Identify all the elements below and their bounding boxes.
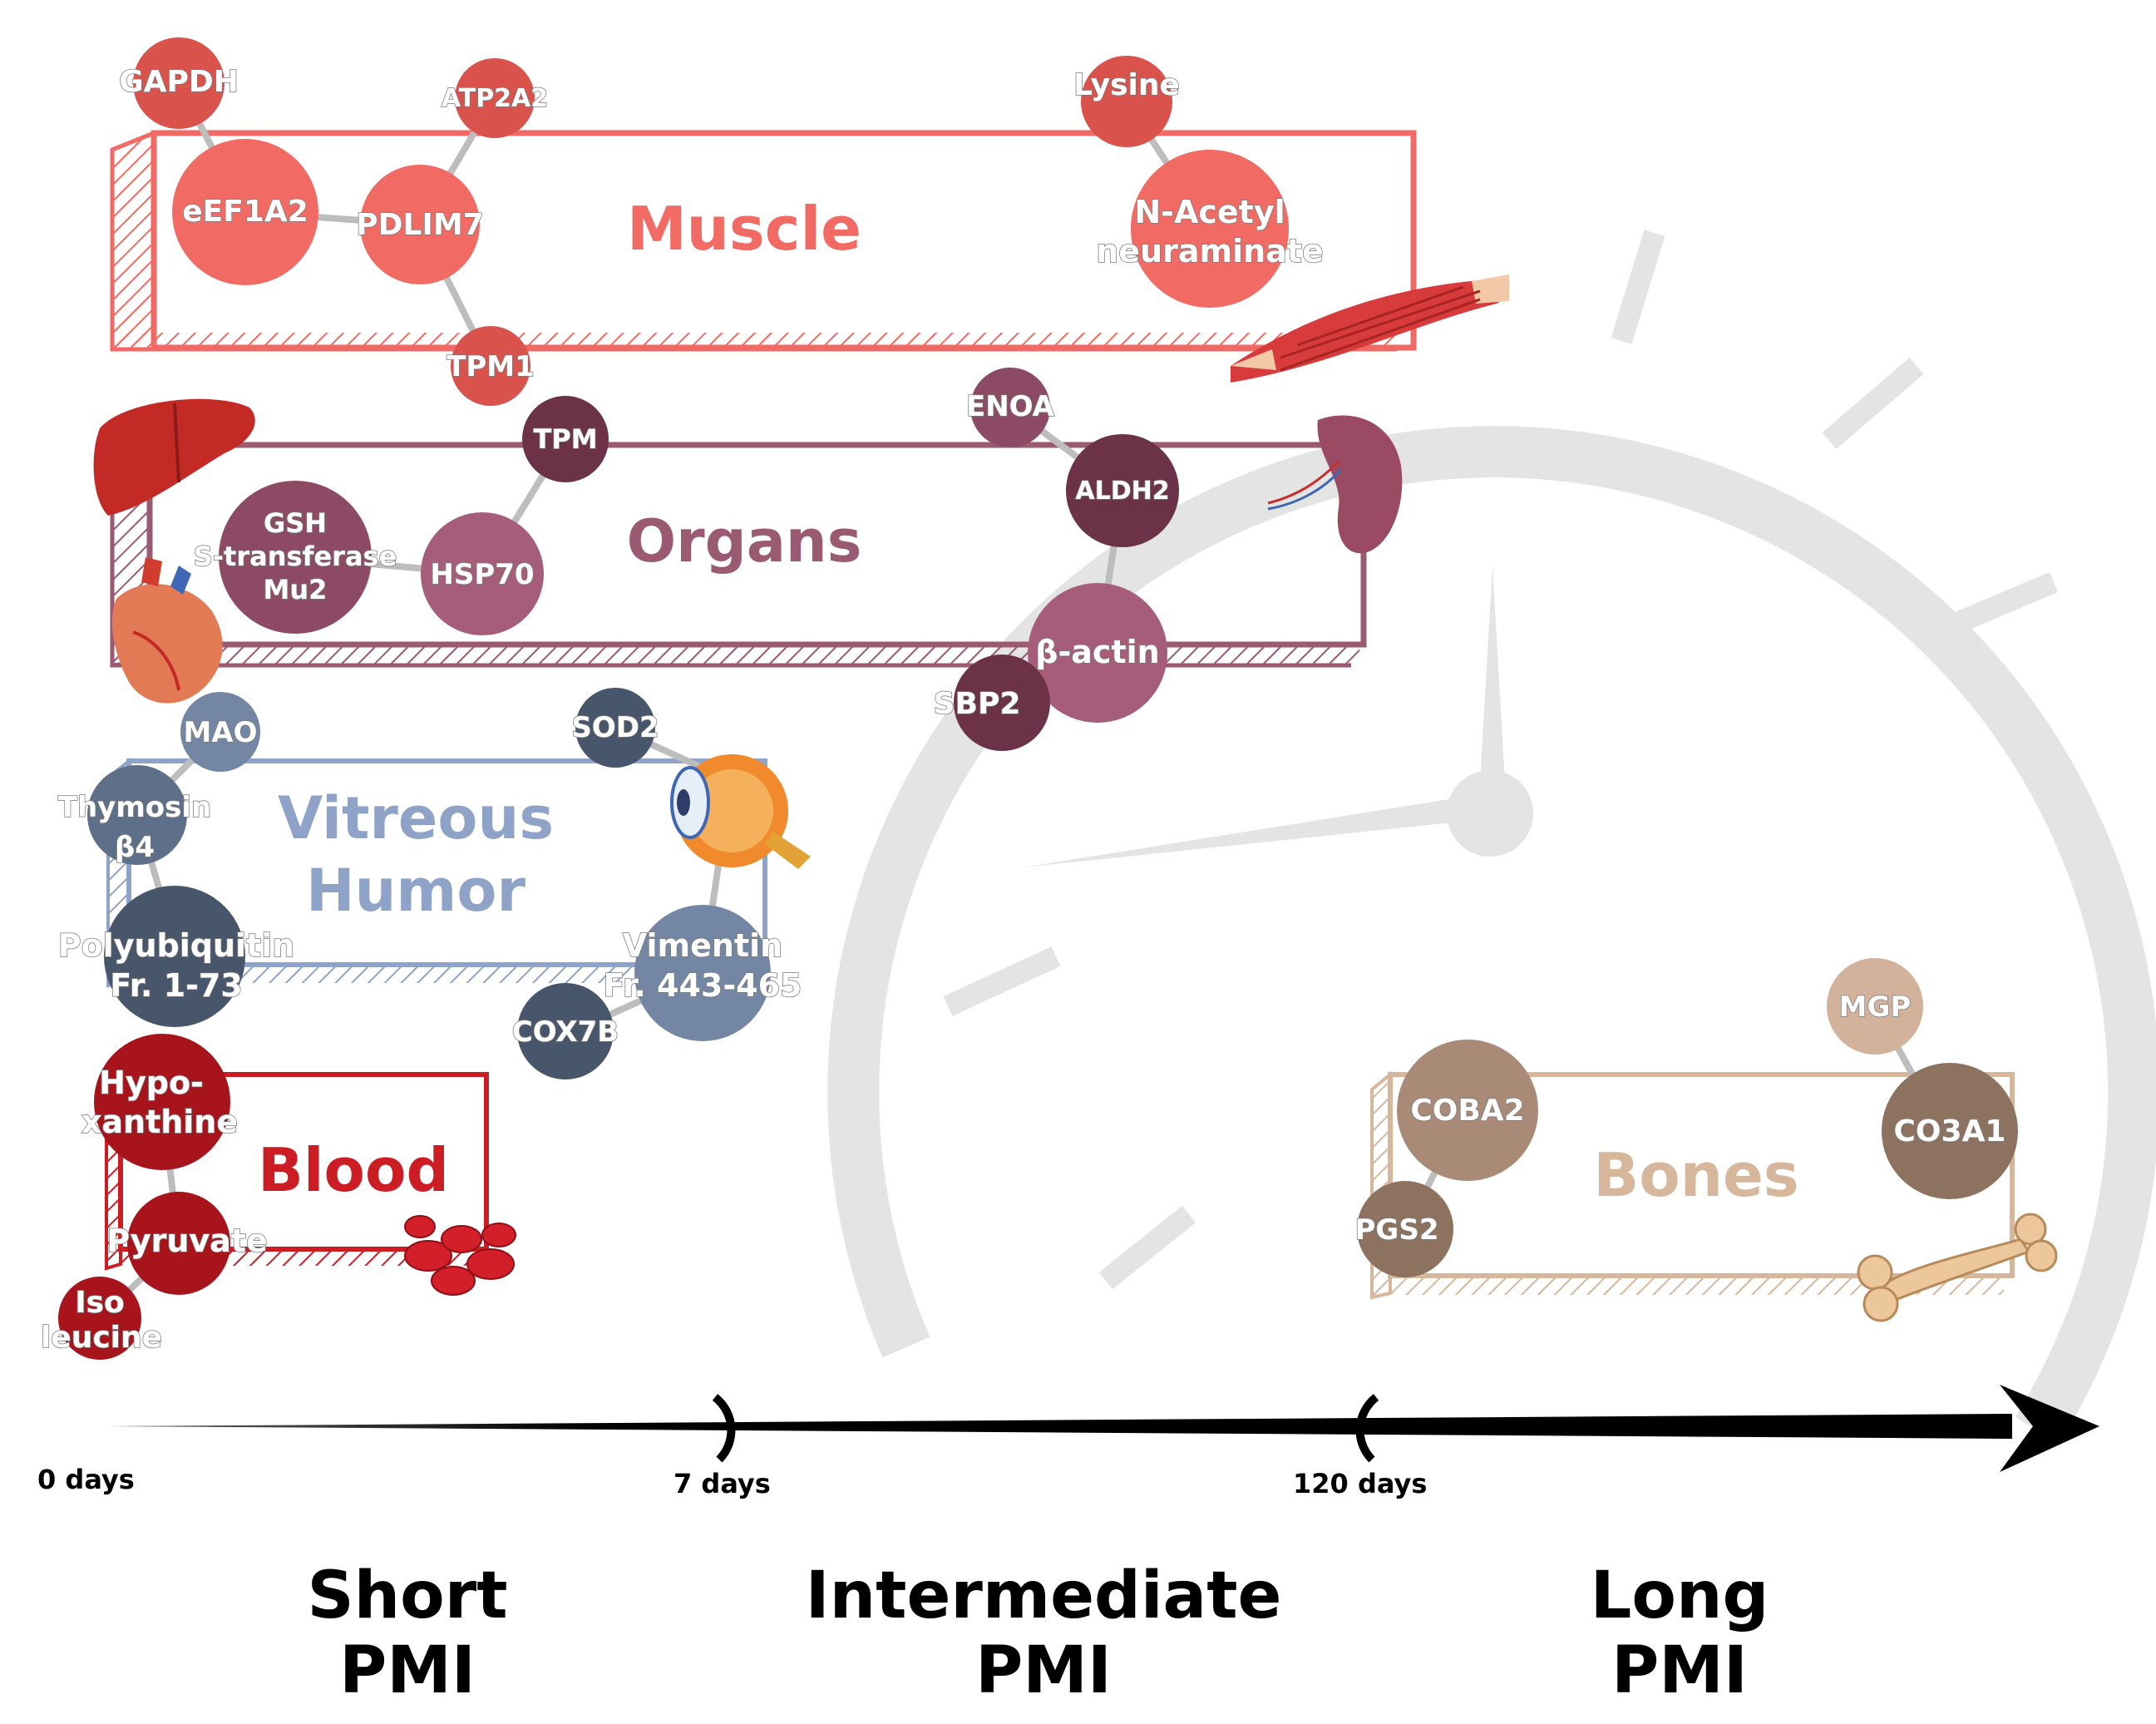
label-cox7b: COX7B — [512, 1015, 619, 1049]
label-gsh-1: GSH — [264, 507, 327, 539]
node-cox7b — [517, 983, 614, 1079]
timeline-arrow — [104, 1385, 2099, 1472]
node-pyruvate — [127, 1192, 230, 1295]
phase-long-1: Long — [1591, 1559, 1769, 1633]
node-gapdh — [133, 37, 224, 129]
vitreous-nodes — [87, 688, 771, 1079]
label-bactin: β-actin — [1035, 634, 1159, 670]
node-tpm — [522, 396, 609, 482]
label-pgs2: PGS2 — [1355, 1213, 1439, 1247]
label-nacetyl-1: N-Acetyl — [1134, 194, 1285, 230]
label-tpm1: TPM1 — [446, 350, 535, 383]
bone-illustration — [1857, 1213, 2058, 1322]
label-nacetyl-2: neuraminate — [1096, 233, 1324, 269]
node-vimentin — [634, 905, 771, 1041]
label-thymosin-1: Thymosin — [58, 791, 211, 824]
label-vimentin-1: Vimentin — [623, 927, 782, 964]
label-sod2: SOD2 — [571, 711, 659, 744]
label-polyub-1: Polyubiquitin — [58, 927, 295, 964]
bone-nodes — [1357, 958, 2018, 1277]
phase-short-1: Short — [307, 1559, 507, 1633]
label-hypox-2: xanthine — [81, 1104, 238, 1140]
node-lysine — [1081, 56, 1172, 147]
tick-label-120: 120 days — [1293, 1468, 1427, 1499]
label-pdlim7: PDLIM7 — [356, 208, 483, 242]
phase-long-2: PMI — [1611, 1633, 1748, 1708]
label-eef1a2: eEF1A2 — [182, 195, 308, 229]
clock-icon — [827, 230, 2156, 1445]
node-nacetyl — [1131, 150, 1289, 308]
bones-box — [1370, 1070, 2015, 1300]
muscle-title: Muscle — [627, 194, 861, 264]
label-sbp2: SBP2 — [934, 687, 1021, 721]
label-vimentin-2: Fr. 443-465 — [604, 967, 802, 1004]
node-gsh — [219, 481, 372, 634]
node-tpm1 — [451, 326, 530, 406]
node-enoa — [970, 368, 1050, 447]
node-coba2 — [1397, 1040, 1538, 1181]
label-aldh2: ALDH2 — [1075, 477, 1169, 506]
label-co3a1: CO3A1 — [1894, 1114, 2006, 1149]
node-hypoxanthine — [94, 1034, 230, 1170]
node-bactin — [1028, 583, 1167, 723]
organ-nodes — [219, 368, 1179, 751]
node-sod2 — [575, 688, 655, 768]
muscle-nodes — [133, 37, 1289, 406]
label-gsh-3: Mu2 — [264, 574, 328, 605]
node-co3a1 — [1882, 1063, 2018, 1199]
node-hsp70 — [421, 512, 544, 635]
node-sbp2 — [954, 655, 1050, 751]
label-mao: MAO — [183, 716, 257, 749]
label-iso-2: leucine — [41, 1321, 162, 1355]
phase-intermediate-2: PMI — [975, 1633, 1112, 1708]
label-gapdh: GAPDH — [119, 65, 239, 99]
label-pyruvate: Pyruvate — [106, 1223, 267, 1259]
phase-intermediate-1: Intermediate — [806, 1559, 1282, 1633]
label-gsh-2: S-transferase — [194, 541, 397, 572]
label-polyub-2: Fr. 1-73 — [110, 967, 243, 1004]
node-pdlim7 — [360, 165, 480, 284]
eye-illustration — [670, 754, 811, 869]
node-isoleucine — [58, 1277, 141, 1360]
node-aldh2 — [1066, 434, 1179, 547]
node-pgs2 — [1357, 1181, 1453, 1277]
label-hsp70: HSP70 — [430, 558, 534, 591]
spleen-illustration — [1267, 415, 1403, 554]
muscle-illustration — [1231, 274, 1509, 383]
node-mgp — [1827, 958, 1923, 1055]
vitreous-title-1: Vitreous — [278, 784, 554, 852]
label-hypox-1: Hypo- — [99, 1065, 204, 1101]
tick-label-0: 0 days — [37, 1464, 135, 1495]
node-eef1a2 — [172, 139, 318, 285]
red-blood-cells-illustration — [404, 1215, 516, 1296]
blood-title: Blood — [258, 1135, 449, 1205]
label-thymosin-2: β4 — [115, 831, 155, 864]
node-polyubiquitin — [104, 886, 245, 1027]
label-iso-1: Iso — [75, 1286, 125, 1320]
blood-nodes — [58, 1034, 230, 1360]
label-enoa: ENOA — [966, 390, 1055, 423]
heart-illustration — [111, 557, 223, 704]
label-mgp: MGP — [1839, 990, 1912, 1024]
muscle-box — [110, 130, 1417, 352]
node-thymosin — [87, 765, 187, 865]
organs-title: Organs — [627, 507, 862, 575]
bones-title: Bones — [1593, 1140, 1798, 1210]
label-lysine: Lysine — [1073, 68, 1180, 102]
phase-short-2: PMI — [339, 1633, 476, 1708]
node-mao — [180, 692, 260, 772]
vitreous-title-2: Humor — [306, 857, 525, 925]
node-atp2a2 — [455, 58, 535, 138]
tick-label-7: 7 days — [673, 1468, 771, 1499]
liver-illustration — [93, 398, 255, 516]
label-coba2: COBA2 — [1410, 1094, 1524, 1128]
label-atp2a2: ATP2A2 — [442, 84, 548, 113]
label-tpm: TPM — [533, 423, 597, 455]
